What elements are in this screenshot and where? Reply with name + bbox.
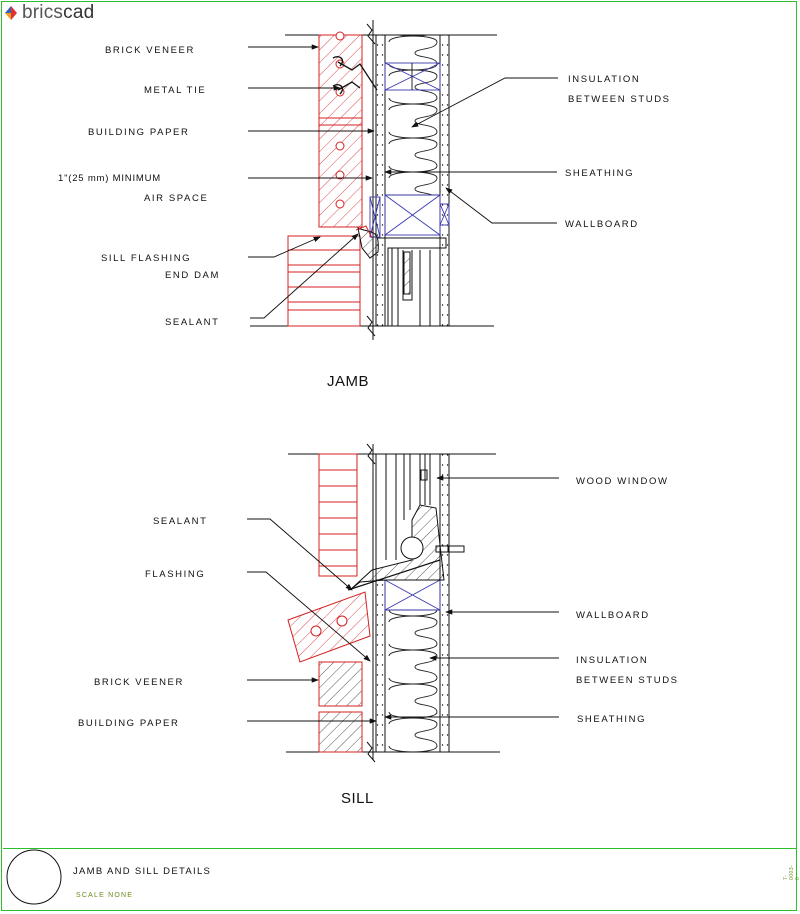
title-block-title: JAMB AND SILL DETAILS xyxy=(73,866,212,877)
jamb-wall-layers xyxy=(372,20,450,340)
label-sill-wallboard: WALLBOARD xyxy=(576,610,650,621)
bricscad-wordmark: bricscad xyxy=(22,2,95,23)
label-end-dam: END DAM xyxy=(165,270,221,281)
label-jamb-wallboard: WALLBOARD xyxy=(565,219,639,230)
label-jamb-sealant: SEALANT xyxy=(165,317,220,328)
jamb-detail xyxy=(248,20,558,340)
label-jamb-insulation-line1: INSULATION xyxy=(568,74,641,85)
jamb-metal-tie xyxy=(332,56,378,95)
label-flashing: FLASHING xyxy=(145,569,206,580)
bricscad-logo-icon xyxy=(5,6,17,20)
jamb-window-frame xyxy=(355,225,447,326)
label-brick-veneer: BRICK VENEER xyxy=(105,45,195,56)
label-sill-insulation-line2: BETWEEN STUDS xyxy=(576,675,679,686)
sill-stud-block xyxy=(384,579,441,611)
jamb-studs xyxy=(369,62,450,238)
title-block xyxy=(3,848,796,911)
label-sill-sealant: SEALANT xyxy=(153,516,208,527)
sill-detail xyxy=(247,443,559,763)
sill-brick-veneer xyxy=(318,661,363,753)
label-wood-window: WOOD WINDOW xyxy=(576,476,669,487)
label-metal-tie: METAL TIE xyxy=(144,85,207,96)
title-block-code: 7-0003-0 xyxy=(783,864,800,880)
sill-rowlock-brick xyxy=(287,591,371,663)
label-air-space-line1: 1"(25 mm) MINIMUM xyxy=(58,173,161,184)
title-block-circle xyxy=(6,849,62,905)
label-sill-flashing: SILL FLASHING xyxy=(101,253,192,264)
label-sill-building-paper: BUILDING PAPER xyxy=(78,718,180,729)
bricscad-logo: bricscad xyxy=(4,2,98,24)
label-brick-veener: BRICK VEENER xyxy=(94,677,184,688)
label-sill-sheathing: SHEATHING xyxy=(577,714,647,725)
label-jamb-insulation-line2: BETWEEN STUDS xyxy=(568,94,671,105)
jamb-leaders xyxy=(248,44,558,319)
sill-leaders xyxy=(247,475,559,724)
jamb-title: JAMB xyxy=(327,373,370,390)
label-building-paper: BUILDING PAPER xyxy=(88,127,190,138)
label-sill-insulation-line1: INSULATION xyxy=(576,655,649,666)
sill-brick-upper xyxy=(318,453,358,577)
sill-wood-window xyxy=(347,454,465,591)
sill-title: SILL xyxy=(341,790,374,807)
label-air-space-line2: AIR SPACE xyxy=(144,193,209,204)
jamb-brick-veneer xyxy=(287,31,363,327)
label-jamb-sheathing: SHEATHING xyxy=(565,168,635,179)
sill-wall-layers xyxy=(372,444,450,760)
title-block-scale: SCALE NONE xyxy=(76,892,134,899)
